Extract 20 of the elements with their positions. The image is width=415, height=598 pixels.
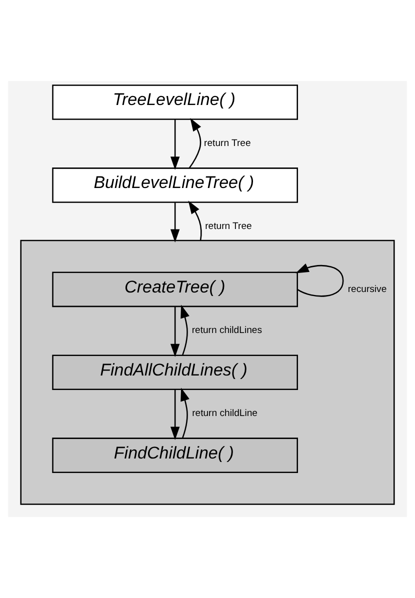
node-box: FindChildLine( ) — [52, 438, 298, 473]
arrow — [180, 304, 190, 356]
node-box: BuildLevelLineTree( ) — [52, 168, 298, 203]
arrow — [170, 202, 180, 242]
node-box: TreeLevelLine( ) — [52, 84, 298, 120]
node-box: CreateTree( ) — [52, 272, 298, 308]
cluster — [20, 240, 395, 505]
arrow — [188, 118, 202, 168]
edge-label: return childLines — [192, 325, 262, 336]
edge-label: return Tree — [205, 221, 252, 232]
edge-label: return childLine — [192, 408, 258, 420]
arrow — [170, 306, 180, 358]
arrow — [170, 389, 180, 440]
edge-label: return Tree — [204, 138, 251, 150]
arrow — [180, 388, 190, 438]
node-box: FindAllChildLines( ) — [52, 354, 298, 390]
arrow — [296, 264, 344, 297]
arrow — [170, 119, 180, 170]
edge-label: recursive — [348, 284, 387, 295]
arrow — [188, 200, 202, 241]
